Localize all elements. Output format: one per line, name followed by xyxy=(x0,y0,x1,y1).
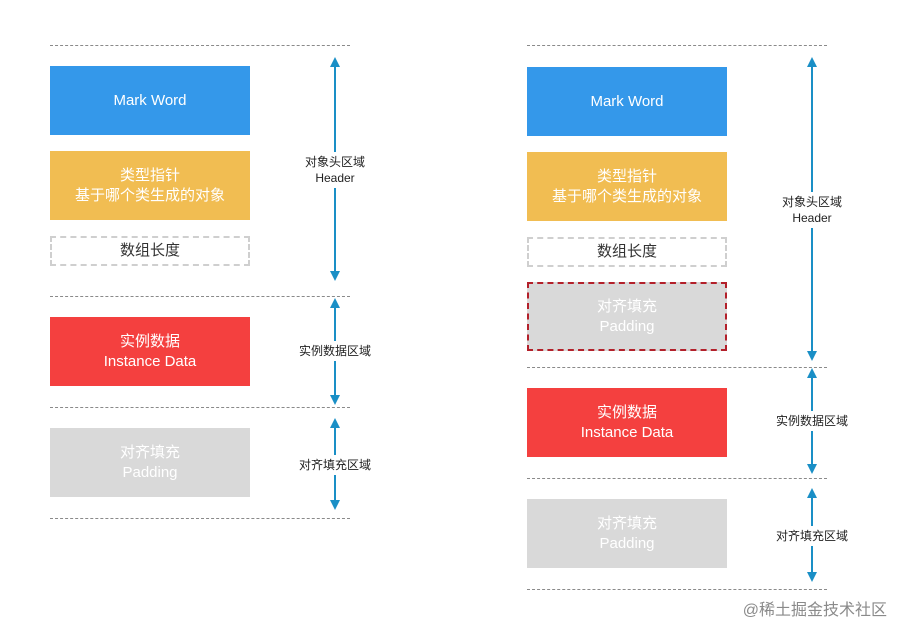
left-type-pointer-desc: 基于哪个类生成的对象 xyxy=(74,186,225,204)
right-padding-region-label: 对齐填充区域 xyxy=(775,526,849,546)
left-header-region-label: 对象头区域 Header xyxy=(304,152,366,188)
right-instance-data-title: 实例数据 xyxy=(596,403,657,421)
left-padding-region-text: 对齐填充区域 xyxy=(298,458,372,472)
watermark: @稀土掘金技术社区 xyxy=(742,602,887,619)
right-divider-top xyxy=(527,45,827,46)
left-mark-word-label: Mark Word xyxy=(113,91,187,109)
right-padding-region-text: 对齐填充区域 xyxy=(775,529,849,543)
left-instance-region-label: 实例数据区域 xyxy=(298,341,372,361)
right-instance-data-block: 实例数据 Instance Data xyxy=(527,388,727,457)
left-padding-title: 对齐填充 xyxy=(119,443,180,461)
right-type-pointer-desc: 基于哪个类生成的对象 xyxy=(551,187,702,205)
left-type-pointer-block: 类型指针 基于哪个类生成的对象 xyxy=(50,151,250,220)
left-padding-region-label: 对齐填充区域 xyxy=(298,455,372,475)
left-header-region-subtitle: Header xyxy=(315,171,355,185)
left-mark-word-block: Mark Word xyxy=(50,66,250,135)
left-array-length-label: 数组长度 xyxy=(119,242,180,259)
right-divider-bottom xyxy=(527,589,827,590)
right-header-padding-subtitle: Padding xyxy=(599,317,655,335)
left-type-pointer-title: 类型指针 xyxy=(119,166,180,184)
right-type-pointer-title: 类型指针 xyxy=(596,167,657,185)
right-array-length-label: 数组长度 xyxy=(596,243,657,260)
right-header-region-label: 对象头区域 Header xyxy=(781,192,843,228)
right-padding-title: 对齐填充 xyxy=(596,514,657,532)
right-array-length-block: 数组长度 xyxy=(527,237,727,267)
left-instance-data-title: 实例数据 xyxy=(119,332,180,350)
left-divider-bottom xyxy=(50,518,350,519)
right-padding-block: 对齐填充 Padding xyxy=(527,499,727,568)
right-header-region-subtitle: Header xyxy=(792,211,832,225)
right-padding-subtitle: Padding xyxy=(599,534,655,552)
right-header-padding-block: 对齐填充 Padding xyxy=(527,282,727,351)
left-array-length-block: 数组长度 xyxy=(50,236,250,266)
left-instance-region-text: 实例数据区域 xyxy=(298,344,372,358)
left-padding-subtitle: Padding xyxy=(122,463,178,481)
left-padding-block: 对齐填充 Padding xyxy=(50,428,250,497)
right-divider-header-end xyxy=(527,367,827,368)
right-header-padding-title: 对齐填充 xyxy=(596,297,657,315)
left-header-region-title: 对象头区域 xyxy=(304,155,366,169)
right-header-region-title: 对象头区域 xyxy=(781,195,843,209)
right-instance-data-subtitle: Instance Data xyxy=(580,423,674,441)
right-type-pointer-block: 类型指针 基于哪个类生成的对象 xyxy=(527,152,727,221)
left-divider-instance-end xyxy=(50,407,350,408)
right-mark-word-block: Mark Word xyxy=(527,67,727,136)
left-divider-header-end xyxy=(50,296,350,297)
right-divider-instance-end xyxy=(527,478,827,479)
right-mark-word-label: Mark Word xyxy=(590,92,664,110)
left-instance-data-block: 实例数据 Instance Data xyxy=(50,317,250,386)
right-instance-region-text: 实例数据区域 xyxy=(775,414,849,428)
left-instance-data-subtitle: Instance Data xyxy=(103,352,197,370)
right-instance-region-label: 实例数据区域 xyxy=(775,411,849,431)
left-divider-top xyxy=(50,45,350,46)
